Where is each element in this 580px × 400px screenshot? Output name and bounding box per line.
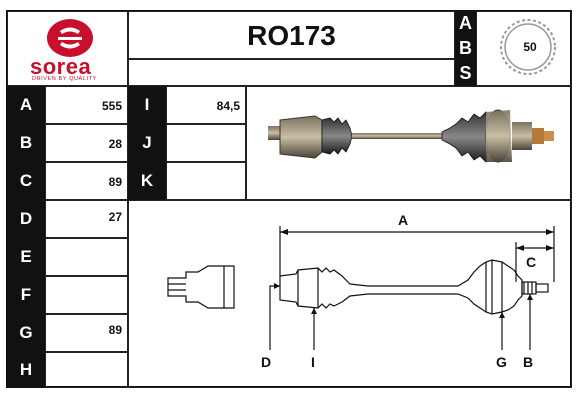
value-cell-c	[45, 162, 128, 200]
dimension-label-b: B	[523, 354, 534, 370]
value-b: 28	[108, 137, 122, 151]
dimension-label-i: I	[311, 354, 315, 370]
value-cell-d	[45, 200, 128, 238]
sorea-logo-icon	[47, 19, 93, 57]
value-cell-f	[45, 276, 128, 314]
abs-teeth-value: 50	[523, 40, 537, 54]
dimension-label-a: A	[398, 212, 409, 228]
value-cell-i	[166, 86, 246, 124]
row-label-d: D	[7, 200, 45, 238]
row-label-i: I	[128, 86, 166, 124]
drive-shaft-photo-icon	[268, 109, 554, 163]
value-c: 89	[108, 175, 122, 189]
value-a: 555	[101, 99, 122, 113]
row-label-k: K	[128, 162, 166, 200]
abs-letter-s: S	[455, 61, 476, 86]
value-cell-j	[166, 124, 246, 162]
abs-letter-a: A	[455, 11, 476, 36]
row-label-h: H	[7, 352, 45, 388]
drive-shaft-diagram-icon	[167, 226, 555, 350]
title-subcell	[128, 59, 455, 86]
value-cell-a	[45, 86, 128, 124]
part-number-title: RO173	[247, 20, 336, 51]
row-label-a: A	[7, 86, 45, 124]
value-cell-b	[45, 124, 128, 162]
value-g: 89	[108, 323, 122, 337]
value-cell-g	[45, 314, 128, 352]
brand-tagline: DRIVEN BY QUALITY	[32, 76, 97, 82]
abs-ring-gear-icon	[500, 19, 556, 75]
value-cell-e	[45, 238, 128, 276]
diagram-cell	[128, 200, 572, 388]
dimension-label-d: D	[261, 354, 272, 370]
abs-letter-b: B	[455, 36, 476, 61]
value-d: 27	[108, 210, 122, 224]
logo-cell	[7, 11, 128, 86]
row-label-e: E	[7, 238, 45, 276]
row-label-b: B	[7, 124, 45, 162]
value-i: 84,5	[216, 99, 240, 113]
value-cell-h	[45, 352, 128, 388]
row-label-j: J	[128, 124, 166, 162]
photo-cell	[246, 86, 572, 200]
title-cell	[128, 11, 455, 59]
abs-gear-cell	[476, 11, 572, 86]
value-cell-k	[166, 162, 246, 200]
row-label-f: F	[7, 276, 45, 314]
row-label-c: C	[7, 162, 45, 200]
brand-name: sorea	[30, 54, 92, 79]
dimension-label-g: G	[496, 354, 507, 370]
dimension-label-c: C	[526, 254, 537, 270]
row-label-g: G	[7, 314, 45, 352]
